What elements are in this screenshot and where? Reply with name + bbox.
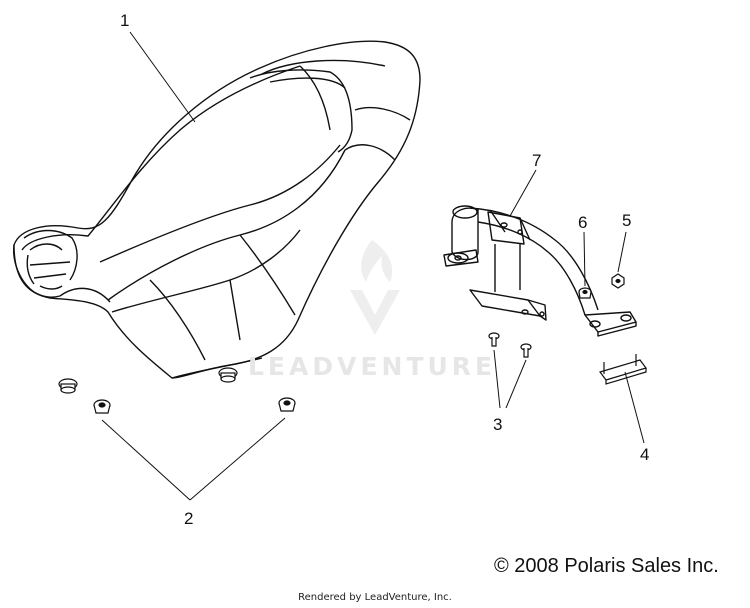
callout-4: 4 [640,445,650,464]
grommet-4 [278,397,296,412]
seat-edge [59,287,111,303]
mounting-plate [599,354,647,385]
grommet-2 [218,367,238,383]
rendered-by-credit: Rendered by LeadVenture, Inc. [298,592,452,603]
stud-1 [488,332,500,347]
callout-7: 7 [532,151,542,170]
seat-outline [13,40,421,379]
callout-2: 2 [184,509,194,528]
stud-2 [520,343,532,358]
watermark-logo [350,240,400,335]
seat-grommets [58,367,296,414]
seat-bracket [443,205,637,337]
nut-6 [578,287,592,299]
seat-front-curl [13,244,61,298]
grommet-3 [93,399,111,414]
mounting-studs [488,332,532,358]
callout-5: 5 [622,211,632,230]
nut-5 [611,273,625,289]
bracket-nuts [578,273,625,299]
callout-1: 1 [120,11,130,30]
copyright-notice: © 2008 Polaris Sales Inc. [494,555,719,577]
callout-3: 3 [493,415,503,434]
seat-top [21,65,301,251]
seat-assembly [13,40,421,379]
grommet-1 [58,378,78,394]
leader-lines [101,31,645,501]
callout-6: 6 [578,213,588,232]
watermark-text: LEADVENTURE [248,352,497,381]
